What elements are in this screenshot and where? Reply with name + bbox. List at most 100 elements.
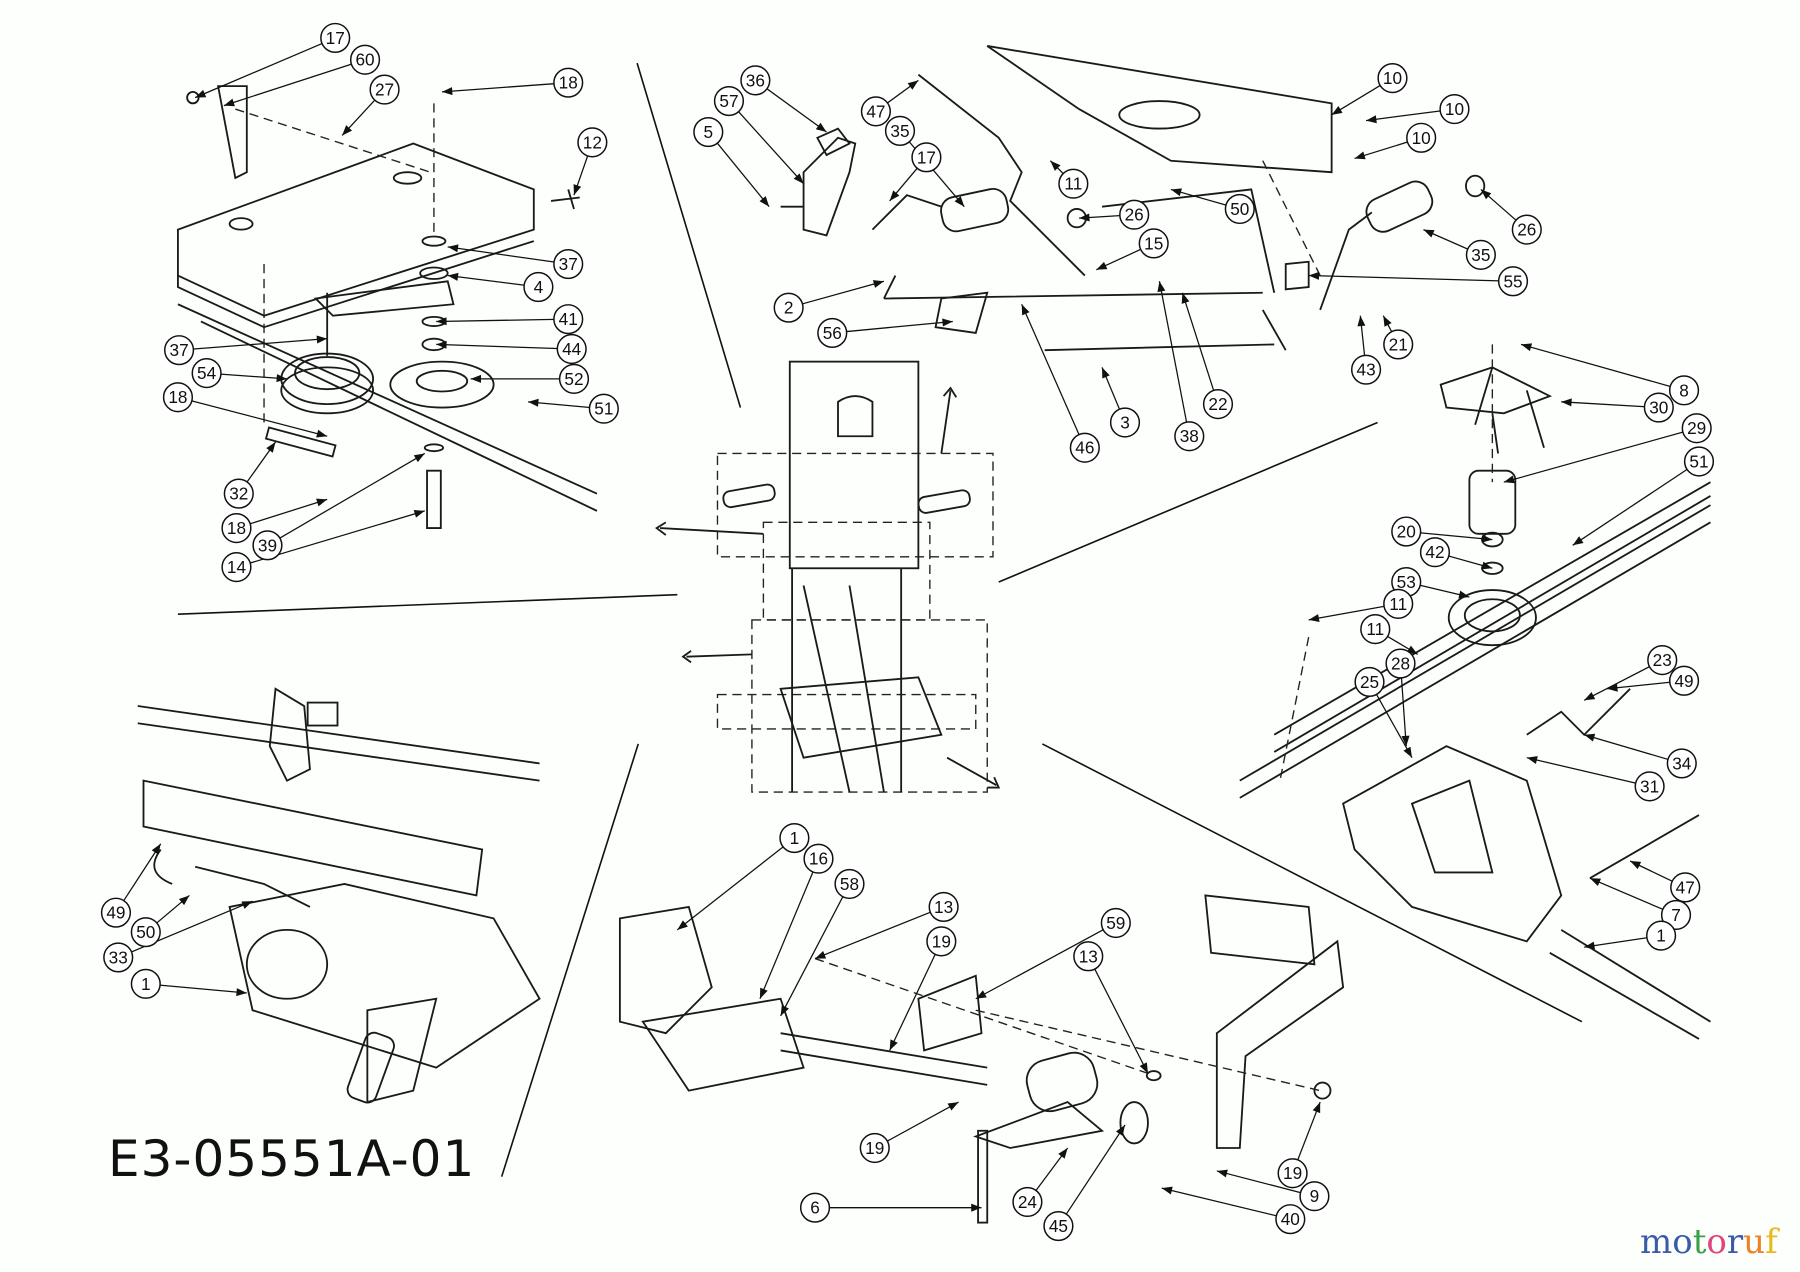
leader-line [1181,292,1219,405]
callout-52: 52 [558,363,590,394]
callout-40: 40 [1275,1204,1306,1235]
arrowhead [1170,188,1182,197]
callout-1: 1 [1646,920,1677,951]
callout-47: 47 [1670,872,1701,903]
leader [1087,955,1149,1074]
callout-number: 53 [1397,572,1416,592]
leader-line [1584,734,1682,765]
callout-number: 2 [784,298,794,318]
transmission-closeup [137,687,541,1104]
callout-number: 51 [594,399,613,419]
callout-29: 29 [1681,413,1712,444]
arrowhead [975,990,987,999]
callout-27: 27 [369,74,400,105]
arrowhead [413,509,425,518]
callout-circle [103,942,134,973]
callout-number: 50 [1230,199,1249,219]
callout-number: 57 [719,91,738,111]
leader [788,280,885,309]
leader [1308,603,1399,623]
callout-17: 17 [911,142,942,173]
callout-3: 3 [1109,407,1141,438]
arrowhead [1357,315,1366,327]
arrowhead [793,173,804,184]
leader-line [1216,1170,1315,1197]
callout-circle [369,74,400,105]
logo-letter: o [1672,1222,1693,1262]
callout-16: 16 [803,843,834,874]
callout-11: 11 [1383,588,1414,619]
leader-line [236,498,328,529]
arrowhead [889,1039,898,1051]
callout-circle [859,1132,890,1164]
callout-number: 13 [934,897,953,917]
callout-number: 4 [534,277,544,297]
callout-number: 32 [229,484,248,504]
callout-number: 30 [1649,398,1668,418]
callout-37: 37 [163,335,195,366]
arrowhead [528,398,539,407]
callout-circle [588,393,619,424]
callout-circle [834,868,865,900]
callout-circle [1360,614,1391,645]
callout-circle [713,85,745,117]
leader [1216,1169,1315,1197]
arrowhead [1589,878,1602,886]
leader-line [1572,460,1700,546]
callout-number: 56 [823,323,842,343]
callout-number: 60 [355,50,374,70]
section-dividers [177,62,1583,1177]
callout-37: 37 [553,248,584,280]
callout-22: 22 [1202,389,1234,420]
callout-circle [799,1192,831,1223]
arrowhead [436,340,447,349]
callout-13: 13 [928,891,959,923]
arrowhead [1521,343,1533,352]
callout-57: 57 [713,85,745,117]
drawing-number: E3-05551A-01 [108,1130,476,1188]
arrowhead [151,843,161,855]
leader [194,37,336,99]
callout-number: 39 [258,535,277,555]
callout-number: 47 [1676,877,1695,897]
arrowhead [780,1004,789,1016]
arrowhead [447,272,459,281]
leader-line [1561,401,1659,409]
callout-number: 18 [227,518,246,538]
leader-line [145,983,247,994]
leader-line [1161,1187,1291,1220]
leader [1520,343,1685,391]
leader-line [788,280,885,309]
idler-pulley-assembly [177,85,598,530]
callout-circle [553,304,584,335]
callout-number: 36 [746,70,765,90]
callout-circle [221,552,252,583]
callout-circle [223,478,254,509]
arrowhead [1423,229,1435,238]
callout-59: 59 [1100,907,1131,939]
callout-circle [1224,193,1255,225]
arrowhead [1021,304,1030,316]
arrowhead [1079,213,1090,222]
callout-5: 5 [693,116,724,148]
callout-50: 50 [1224,193,1255,225]
arrowhead [1181,292,1190,304]
logo-letter: t [1692,1222,1707,1262]
callout-circle [1670,872,1701,903]
callout-51: 51 [588,393,619,424]
callout-circle [1497,266,1529,297]
callout-circle [1073,941,1104,972]
callout-number: 58 [840,874,859,894]
callout-circle [1299,1181,1330,1212]
arrowhead [1308,614,1320,623]
callout-number: 15 [1144,233,1163,253]
arrowhead [1401,735,1410,747]
arrowhead [1050,160,1061,171]
leader-line [1057,1124,1126,1227]
arrowhead [1157,281,1166,293]
leader-line [447,246,569,265]
callout-number: 11 [1064,174,1082,194]
logo-letter: u [1743,1222,1766,1262]
